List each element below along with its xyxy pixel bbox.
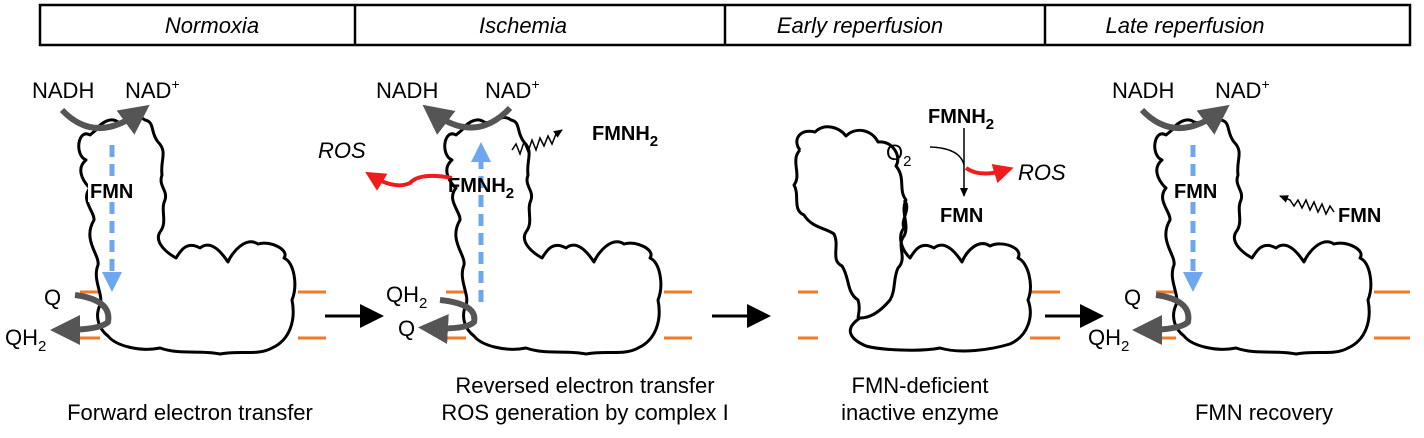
o2-label: O2 [886, 140, 911, 170]
ros-label: ROS [1018, 160, 1066, 185]
nadh-label: NADH [32, 78, 94, 103]
fmnh2-label: FMNH2 [928, 106, 994, 133]
nad-label: NAD+ [125, 76, 180, 103]
header-early-reperfusion: Early reperfusion [777, 13, 943, 38]
panel-ischemia: NADH NAD+ ROS FMNH2 FMNH2 QH2 Q Reversed… [318, 76, 729, 425]
ros-label: ROS [318, 138, 366, 163]
caption-reversed-transfer: Reversed electron transfer [455, 373, 714, 398]
fmn-incoming-label: FMN [1338, 205, 1381, 227]
ros-release-arrow [365, 171, 453, 191]
fmn-label-bg [1172, 178, 1222, 202]
panel-normoxia: NADH NAD+ FMN Q QH2 Forward electron tra… [5, 76, 326, 425]
panel-early-reperfusion: FMNH2 O2 ROS FMN FMN-deficient inactive … [792, 106, 1066, 425]
complex-i-outline [443, 116, 663, 356]
header-ischemia: Ischemia [479, 13, 567, 38]
nadh-label: NADH [1112, 78, 1174, 103]
o2-to-ros-arrow [929, 146, 965, 166]
fmnh2-bound-label: FMNH2 [448, 175, 514, 202]
qh2-label: QH2 [1088, 325, 1129, 355]
q-label: Q [398, 316, 415, 341]
caption-forward-transfer: Forward electron transfer [67, 400, 313, 425]
header-normoxia: Normoxia [165, 13, 259, 38]
nadh-reduction-arrow [422, 104, 513, 135]
fmn-label: FMN [1174, 181, 1217, 203]
nad-label: NAD+ [485, 76, 540, 103]
caption-fmn-deficient: FMN-deficient [852, 373, 989, 398]
fmn-binding-wavy [1279, 195, 1335, 216]
nadh-label: NADH [376, 78, 438, 103]
caption-ros-generation: ROS generation by complex I [441, 400, 728, 425]
panel-late-reperfusion: NADH NAD+ FMN FMN Q QH2 FMN recovery [1088, 76, 1410, 425]
q-label: Q [44, 285, 61, 310]
caption-inactive-enzyme: inactive enzyme [841, 400, 999, 425]
header-row: Normoxia Ischemia Early reperfusion Late… [38, 3, 1412, 47]
fmn-label: FMN [90, 181, 133, 203]
complex-i-outline [1153, 116, 1373, 356]
ros-formation-arrow [964, 163, 1014, 184]
quinone-reduction-arrow [50, 292, 112, 345]
fmn-label: FMN [940, 205, 983, 227]
q-label: Q [1124, 285, 1141, 310]
complex-i-outline [77, 116, 297, 356]
qh2-label: QH2 [5, 325, 46, 355]
complex-i-outline [792, 125, 1032, 353]
quinone-reduction-arrow [1132, 292, 1192, 345]
fmnh2-release-wavy [511, 129, 563, 157]
caption-fmn-recovery: FMN recovery [1195, 400, 1333, 425]
fmnh2-released-label: FMNH2 [592, 123, 658, 150]
nadh-oxidation-arrow [1139, 104, 1230, 135]
quinol-oxidation-arrow [418, 297, 478, 344]
nad-label: NAD+ [1215, 76, 1270, 103]
fmn-label-bg [88, 178, 138, 202]
header-late-reperfusion: Late reperfusion [1106, 13, 1265, 38]
qh2-label: QH2 [386, 282, 427, 312]
nadh-oxidation-arrow [59, 104, 150, 135]
